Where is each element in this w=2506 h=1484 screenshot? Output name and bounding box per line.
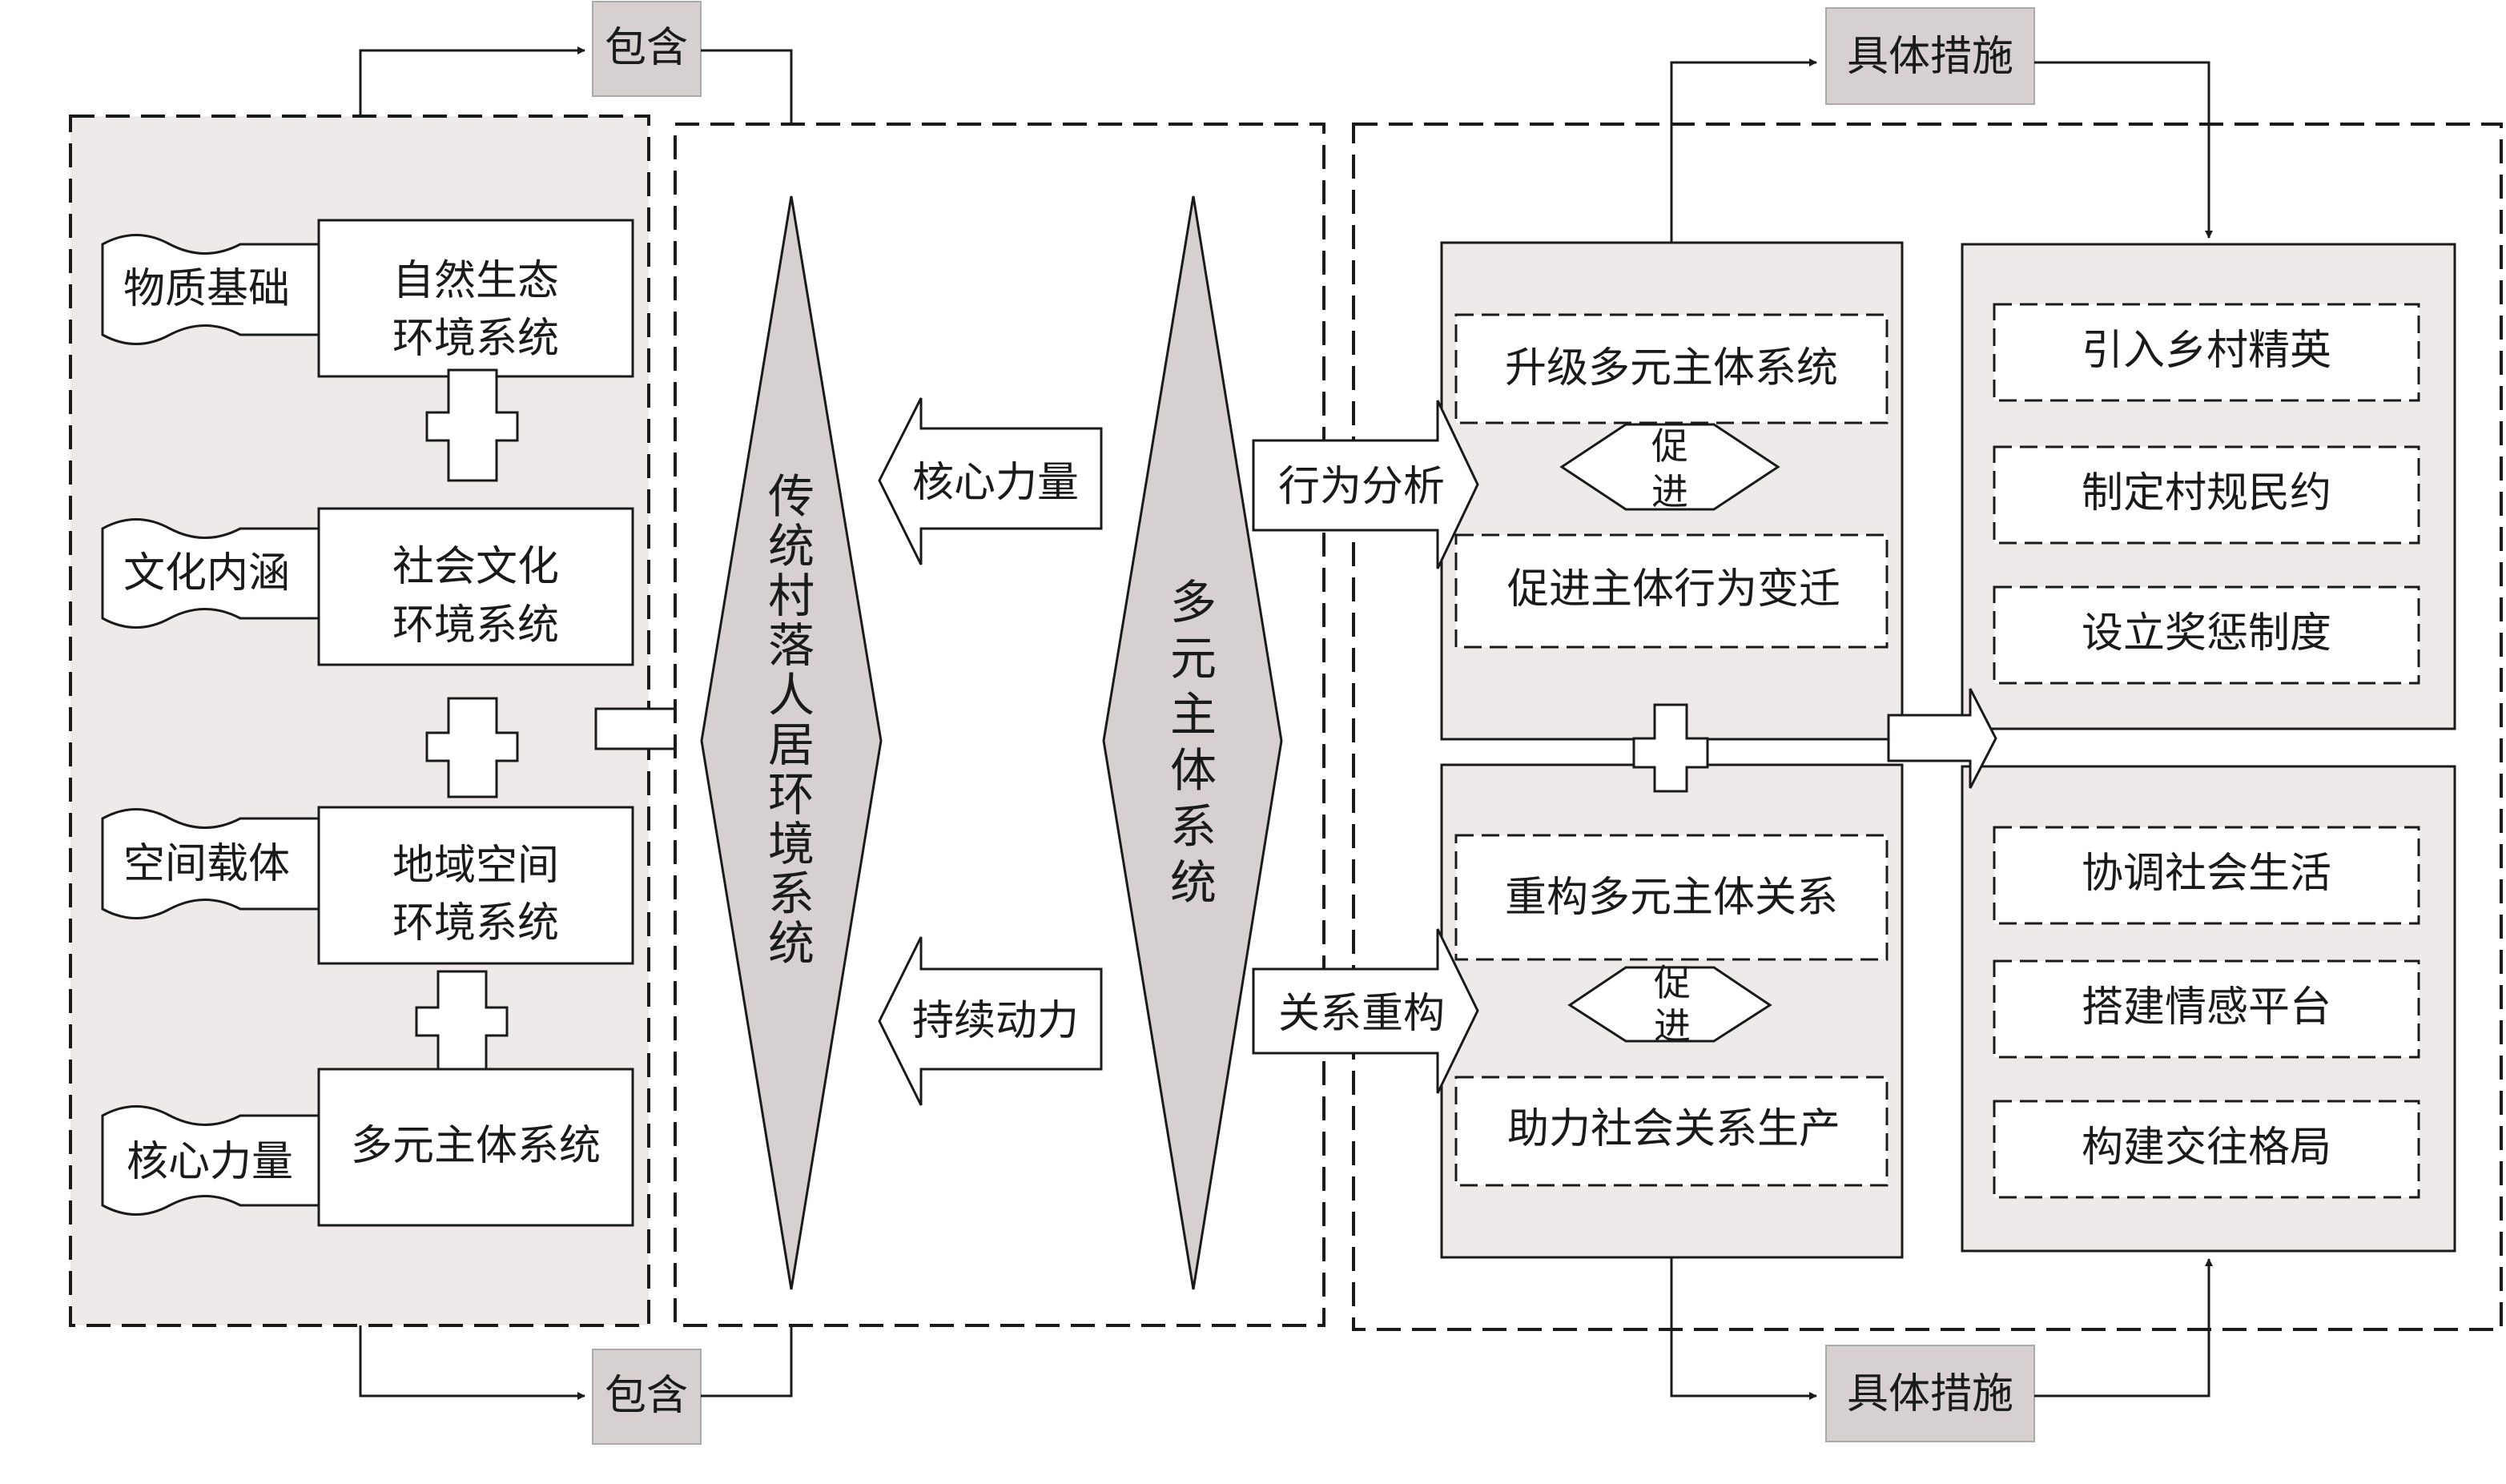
behavior-analysis-arrow — [1252, 400, 1479, 569]
system-box — [317, 1068, 634, 1227]
system-box — [317, 806, 634, 965]
upper-item1-label: 升级多元主体系统 — [1505, 344, 1838, 392]
svg-text:境: 境 — [768, 817, 815, 871]
banner-label: 物质基础 — [123, 265, 290, 313]
contain-tag-top-label: 包含 — [605, 24, 688, 72]
relation-reconstruction-label: 关系重构 — [1278, 990, 1445, 1038]
plus-icon — [1632, 703, 1709, 793]
row-regional-space: 空间载体 地域空间 环境系统 — [101, 806, 634, 965]
banner-label: 文化内涵 — [123, 549, 290, 597]
upper-item2-label: 促进主体行为变迁 — [1507, 565, 1840, 613]
measure-tag-top-label: 具体措施 — [1847, 33, 2013, 81]
core-force-label: 核心力量 — [912, 459, 1079, 507]
plus-icon — [425, 368, 519, 482]
measure-label: 构建交往格局 — [2082, 1124, 2331, 1172]
svg-text:体: 体 — [1170, 743, 1217, 798]
upper-item1-box — [1454, 313, 1889, 424]
multi-subject-label: 多 元 主 体 系 统 — [1170, 575, 1217, 910]
relation-reconstruction-arrow — [1252, 928, 1479, 1094]
multi-subject-diamond — [1102, 195, 1283, 1290]
svg-text:环: 环 — [768, 767, 815, 822]
connector — [2034, 1258, 2213, 1398]
svg-text:村: 村 — [768, 569, 815, 623]
banner-label: 空间载体 — [123, 840, 290, 888]
system-box-line1: 自然生态 — [392, 257, 559, 305]
system-box-line1: 地域空间 — [392, 842, 559, 890]
measure-tag-top — [1825, 7, 2035, 105]
svg-text:统: 统 — [768, 916, 815, 971]
traditional-village-label: 传 统 村 落 人 居 环 境 系 统 — [768, 469, 815, 971]
promote-label-2: 进 — [1654, 1004, 1691, 1048]
measure-label: 搭建情感平台 — [2082, 983, 2331, 1032]
banner-label: 核心力量 — [127, 1138, 293, 1186]
promote-double-arrow — [1559, 423, 1780, 511]
promote-label-1: 促 — [1654, 961, 1691, 1004]
connector — [359, 1325, 585, 1400]
block-arrow-right — [1887, 688, 1997, 789]
svg-text:统: 统 — [1170, 855, 1217, 910]
core-force-arrow — [878, 397, 1103, 565]
measure-box — [1993, 303, 2420, 402]
connector — [359, 46, 585, 116]
svg-text:传: 传 — [768, 469, 815, 524]
measure-tag-bottom-label: 具体措施 — [1847, 1370, 2013, 1418]
svg-text:统: 统 — [768, 519, 815, 573]
sustained-power-arrow — [878, 936, 1103, 1106]
system-box-line2: 环境系统 — [392, 899, 559, 947]
measure-label: 协调社会生活 — [2082, 850, 2331, 898]
behavior-analysis-label: 行为分析 — [1278, 463, 1445, 511]
system-box-line1: 社会文化 — [392, 543, 559, 591]
measure-box — [1993, 585, 2420, 685]
lower-item2-label: 助力社会关系生产 — [1507, 1105, 1840, 1153]
svg-text:落: 落 — [768, 618, 815, 673]
system-box-line1: 多元主体系统 — [351, 1122, 601, 1170]
row-multi-subject: 核心力量 多元主体系统 — [101, 1068, 634, 1227]
plus-icon — [425, 697, 519, 798]
measure-label: 制定村规民约 — [2082, 469, 2331, 517]
measure-label: 引入乡村精英 — [2082, 327, 2331, 375]
connector — [2034, 61, 2213, 239]
svg-text:主: 主 — [1170, 687, 1217, 742]
measure-box — [1993, 1100, 2420, 1199]
lower-item1-box — [1454, 834, 1889, 961]
system-box — [317, 507, 634, 666]
promote-double-arrow — [1567, 966, 1772, 1043]
promote-label-1: 促 — [1651, 424, 1688, 468]
sustained-power-label: 持续动力 — [912, 997, 1079, 1045]
contain-tag-bottom — [592, 1349, 702, 1445]
upper-item2-box — [1454, 533, 1889, 649]
measure-box — [1993, 826, 2420, 925]
promote-label-2: 进 — [1651, 470, 1688, 513]
measure-tag-bottom — [1825, 1345, 2035, 1442]
lower-item1-label: 重构多元主体关系 — [1505, 874, 1838, 922]
row-social-culture: 文化内涵 社会文化 环境系统 — [101, 507, 634, 666]
contain-tag-bottom-label: 包含 — [605, 1372, 688, 1420]
measure-box — [1993, 959, 2420, 1059]
connector — [1670, 1257, 1817, 1400]
svg-text:系: 系 — [768, 867, 815, 921]
measure-box — [1993, 445, 2420, 545]
connector — [701, 1293, 795, 1398]
svg-text:系: 系 — [1170, 799, 1217, 854]
svg-text:人: 人 — [768, 668, 815, 722]
lower-item2-box — [1454, 1076, 1889, 1187]
connector — [1670, 58, 1817, 243]
svg-text:多: 多 — [1170, 575, 1217, 629]
svg-text:居: 居 — [768, 718, 815, 772]
contain-tag-top — [592, 1, 702, 97]
svg-text:元: 元 — [1170, 631, 1217, 686]
system-box-line2: 环境系统 — [392, 601, 559, 650]
system-box-line2: 环境系统 — [392, 315, 559, 363]
traditional-village-diamond — [700, 195, 883, 1290]
measure-label: 设立奖惩制度 — [2082, 609, 2331, 658]
